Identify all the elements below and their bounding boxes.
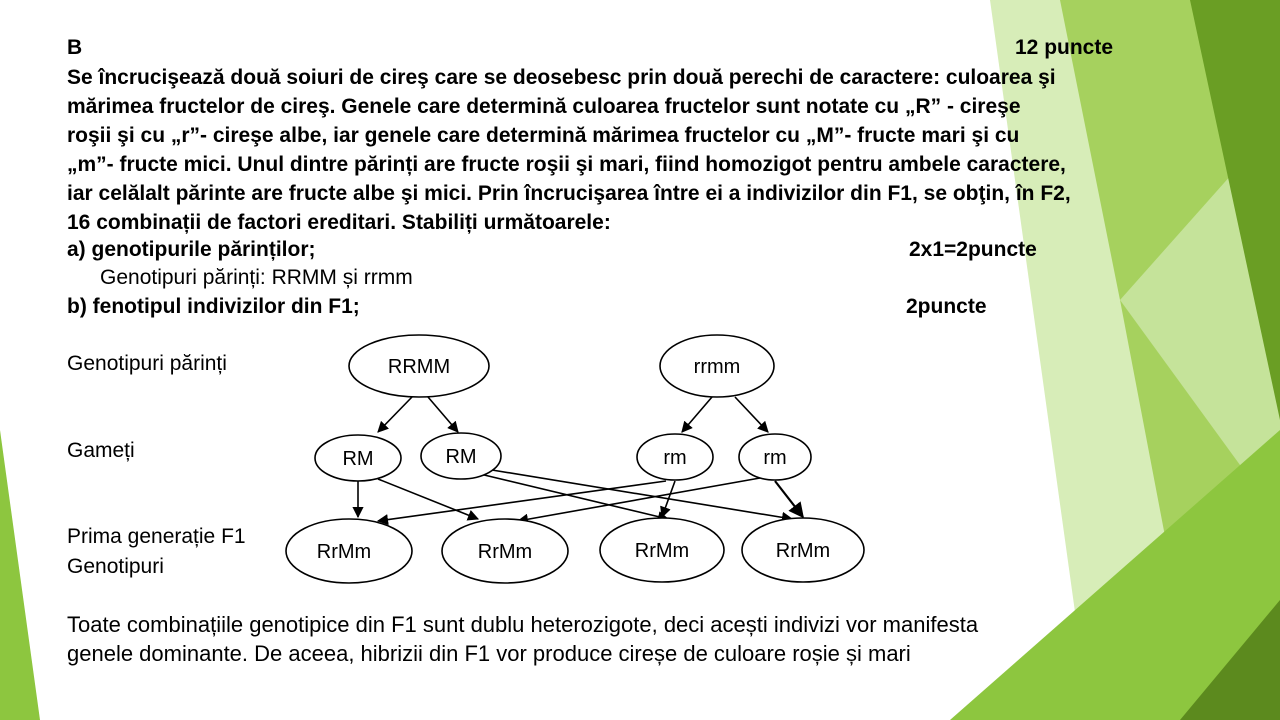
arrow-parent1-gamete1 [377, 396, 413, 433]
gamete-node-3 [636, 433, 714, 481]
problem-line: mărimea fructelor de cireş. Genele care … [67, 95, 1021, 118]
bg-right-bottom-dark [1180, 600, 1280, 720]
problem-line: iar celălalt părinte are fructe albe şi … [67, 182, 1071, 205]
conclusion-line: Toate combinațiile genotipice din F1 sun… [67, 612, 979, 637]
gamete-node-1 [314, 434, 402, 482]
gamete-node-2 [420, 432, 502, 480]
f1-label: RrMm [776, 540, 830, 562]
section-letter: B [67, 36, 83, 59]
parent-node-rrmm-dominant [348, 334, 490, 398]
arrow-gamete3-f1c [660, 480, 676, 519]
f1-label: RrMm [478, 541, 532, 563]
arrow-gamete1-f1b [377, 478, 480, 521]
arrow-gamete4-f1d [774, 480, 804, 519]
arrow-gamete2-f1c [479, 473, 670, 523]
arrow-gamete2-f1d [491, 469, 794, 523]
arrow-gamete3-f1a [376, 480, 667, 526]
f1-node-2 [441, 518, 569, 584]
problem-line: „m”- fructe mici. Unul dintre părinți ar… [67, 153, 1066, 176]
problem-line: roşii şi cu „r”- cireşe albe, iar genele… [67, 124, 1020, 147]
bg-left-green-strip [0, 430, 40, 720]
parent-node-rrmm-recessive [659, 334, 775, 398]
problem-line: Se încrucişează două soiuri de cireş car… [67, 66, 1056, 89]
bg-right-dark-green [1190, 0, 1280, 420]
gamete-label: rm [663, 447, 686, 469]
parent-label: RRMM [388, 356, 450, 378]
bg-right-bottom-green [950, 430, 1280, 720]
conclusion: Toate combinațiile genotipice din F1 sun… [67, 610, 978, 668]
f1-node-4 [741, 517, 865, 583]
row-label-genotypes: Genotipuri [67, 555, 164, 578]
arrow-gamete4-f1b [516, 477, 761, 525]
arrow-parent2-gamete3 [681, 396, 713, 433]
section-points: 12 puncte [1015, 36, 1114, 59]
gamete-label: RM [445, 446, 476, 468]
f1-node-1 [285, 518, 413, 584]
question-a-answer: Genotipuri părinți: RRMM și rrmm [100, 266, 413, 289]
question-b-label: b) fenotipul indivizilor din F1; [67, 295, 360, 318]
row-label-gametes: Gameți [67, 439, 135, 462]
question-a-label: a) genotipurile părinților; [67, 238, 316, 261]
row-label-f1: Prima generație F1 [67, 525, 246, 548]
conclusion-line: genele dominante. De aceea, hibrizii din… [67, 641, 911, 666]
f1-node-3 [599, 517, 725, 583]
question-a-points: 2x1=2puncte [909, 238, 1037, 261]
gamete-label: RM [342, 448, 373, 470]
f1-label: RrMm [635, 540, 689, 562]
arrow-parent1-gamete2 [427, 396, 459, 433]
f1-label: RrMm [317, 541, 371, 563]
parent-label: rrmm [694, 356, 741, 378]
problem-line: 16 combinații de factori ereditari. Stab… [67, 211, 611, 234]
row-label-parents: Genotipuri părinți [67, 352, 227, 375]
gamete-node-4 [738, 433, 812, 481]
arrow-parent2-gamete4 [734, 396, 769, 433]
problem-statement: Se încrucişează două soiuri de cireş car… [67, 63, 1237, 237]
question-b-points: 2puncte [906, 295, 987, 318]
gamete-label: rm [763, 447, 786, 469]
